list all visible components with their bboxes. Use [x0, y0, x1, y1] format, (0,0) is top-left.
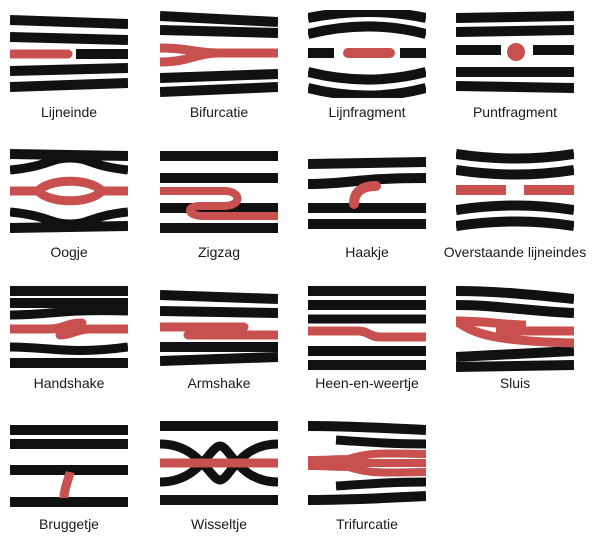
ridge-line [456, 305, 574, 313]
ridge-line [160, 295, 278, 299]
illustration-armshake [160, 285, 278, 373]
figure-label: Overstaande lijneindes [436, 244, 594, 260]
figure-label: Lijneinde [0, 104, 148, 120]
figure-oogje: Oogje [10, 148, 128, 264]
ridge-line [456, 365, 574, 367]
ridge-line [456, 206, 574, 211]
figure-overstaande-lijneindes: Overstaande lijneindes [456, 148, 574, 264]
eye-lower-branch [38, 191, 102, 201]
ridge-line [456, 291, 574, 299]
ridge-line [456, 351, 574, 357]
figure-sluis: Sluis [456, 285, 574, 395]
figure-label: Puntfragment [436, 104, 594, 120]
figure-label: Sluis [436, 375, 594, 391]
bridge-connector [64, 472, 70, 498]
back-and-forth-ridge [308, 331, 426, 337]
ridge-line [456, 16, 574, 18]
illustration-lijnfragment [308, 10, 426, 98]
figure-zigzag: Zigzag [160, 148, 278, 264]
figure-trifurcatie: Trifurcatie [308, 420, 426, 536]
ridge-line [160, 357, 278, 361]
ridge-line [308, 12, 426, 18]
figure-label: Lijnfragment [288, 104, 446, 120]
ridge-line [336, 440, 426, 444]
ridge-line [308, 426, 426, 430]
figure-bruggetje: Bruggetje [10, 420, 128, 536]
ridge-line [10, 68, 128, 71]
bifurcation-branch-bottom [160, 53, 220, 62]
illustration-haakje [308, 148, 426, 236]
ridge-line [336, 482, 426, 486]
illustration-zigzag [160, 148, 278, 236]
ridge-line [10, 83, 128, 87]
ridge-line [308, 72, 426, 80]
figure-bifurcatie: Bifurcatie [160, 10, 278, 124]
figure-lijneinde: Lijneinde [10, 10, 128, 124]
ridge-line [160, 311, 278, 313]
illustration-heen-en-weertje [308, 285, 426, 373]
figure-label: Oogje [0, 244, 148, 260]
ridge-line [308, 88, 426, 96]
illustration-bruggetje [10, 420, 128, 508]
figure-label: Heen-en-weertje [288, 375, 446, 391]
figure-label: Bruggetje [0, 516, 148, 532]
figure-label: Haakje [288, 244, 446, 260]
figure-heen-en-weertje: Heen-en-weertje [308, 285, 426, 395]
illustration-bifurcatie [160, 10, 278, 98]
figure-handshake: Handshake [10, 285, 128, 395]
figure-label: Handshake [0, 375, 148, 391]
ridge-line [456, 86, 574, 88]
ridge-line [10, 347, 128, 351]
illustration-handshake [10, 285, 128, 373]
illustration-trifurcatie [308, 420, 426, 508]
ridge-line [308, 27, 426, 35]
ridge-line [308, 496, 426, 500]
illustration-sluis [456, 285, 574, 373]
ridge-line [160, 74, 278, 78]
figure-wisseltje: Wisseltje [160, 420, 278, 536]
ridge-line [160, 30, 278, 33]
handshake-ridge-right [60, 329, 128, 335]
illustration-oogje [10, 148, 128, 236]
figure-label: Wisseltje [140, 516, 298, 532]
figure-label: Trifurcatie [288, 516, 446, 532]
handshake-ridge-left [10, 323, 82, 329]
dot-fragment [507, 43, 525, 61]
illustration-wisseltje [160, 420, 278, 508]
ridge-line [10, 20, 128, 24]
figure-armshake: Armshake [160, 285, 278, 395]
ridge-line [160, 87, 278, 92]
ridge-line [456, 170, 574, 175]
illustration-overstaande-lijneindes [456, 148, 574, 236]
illustration-puntfragment [456, 10, 574, 98]
hook-spur [354, 186, 376, 204]
eye-upper-branch [10, 181, 128, 191]
figure-haakje: Haakje [308, 148, 426, 264]
figure-lijnfragment: Lijnfragment [308, 10, 426, 124]
figure-label: Zigzag [140, 244, 298, 260]
figure-label: Armshake [140, 375, 298, 391]
figure-puntfragment: Puntfragment [456, 10, 574, 124]
illustration-lijneinde [10, 10, 128, 98]
ridge-line [456, 222, 574, 227]
ridge-line [10, 37, 128, 40]
ridge-line [308, 162, 426, 164]
figure-label: Bifurcatie [140, 104, 298, 120]
ridge-line [456, 154, 574, 159]
ridge-line [10, 311, 128, 315]
ridge-line [456, 30, 574, 32]
ridge-line [160, 16, 278, 22]
